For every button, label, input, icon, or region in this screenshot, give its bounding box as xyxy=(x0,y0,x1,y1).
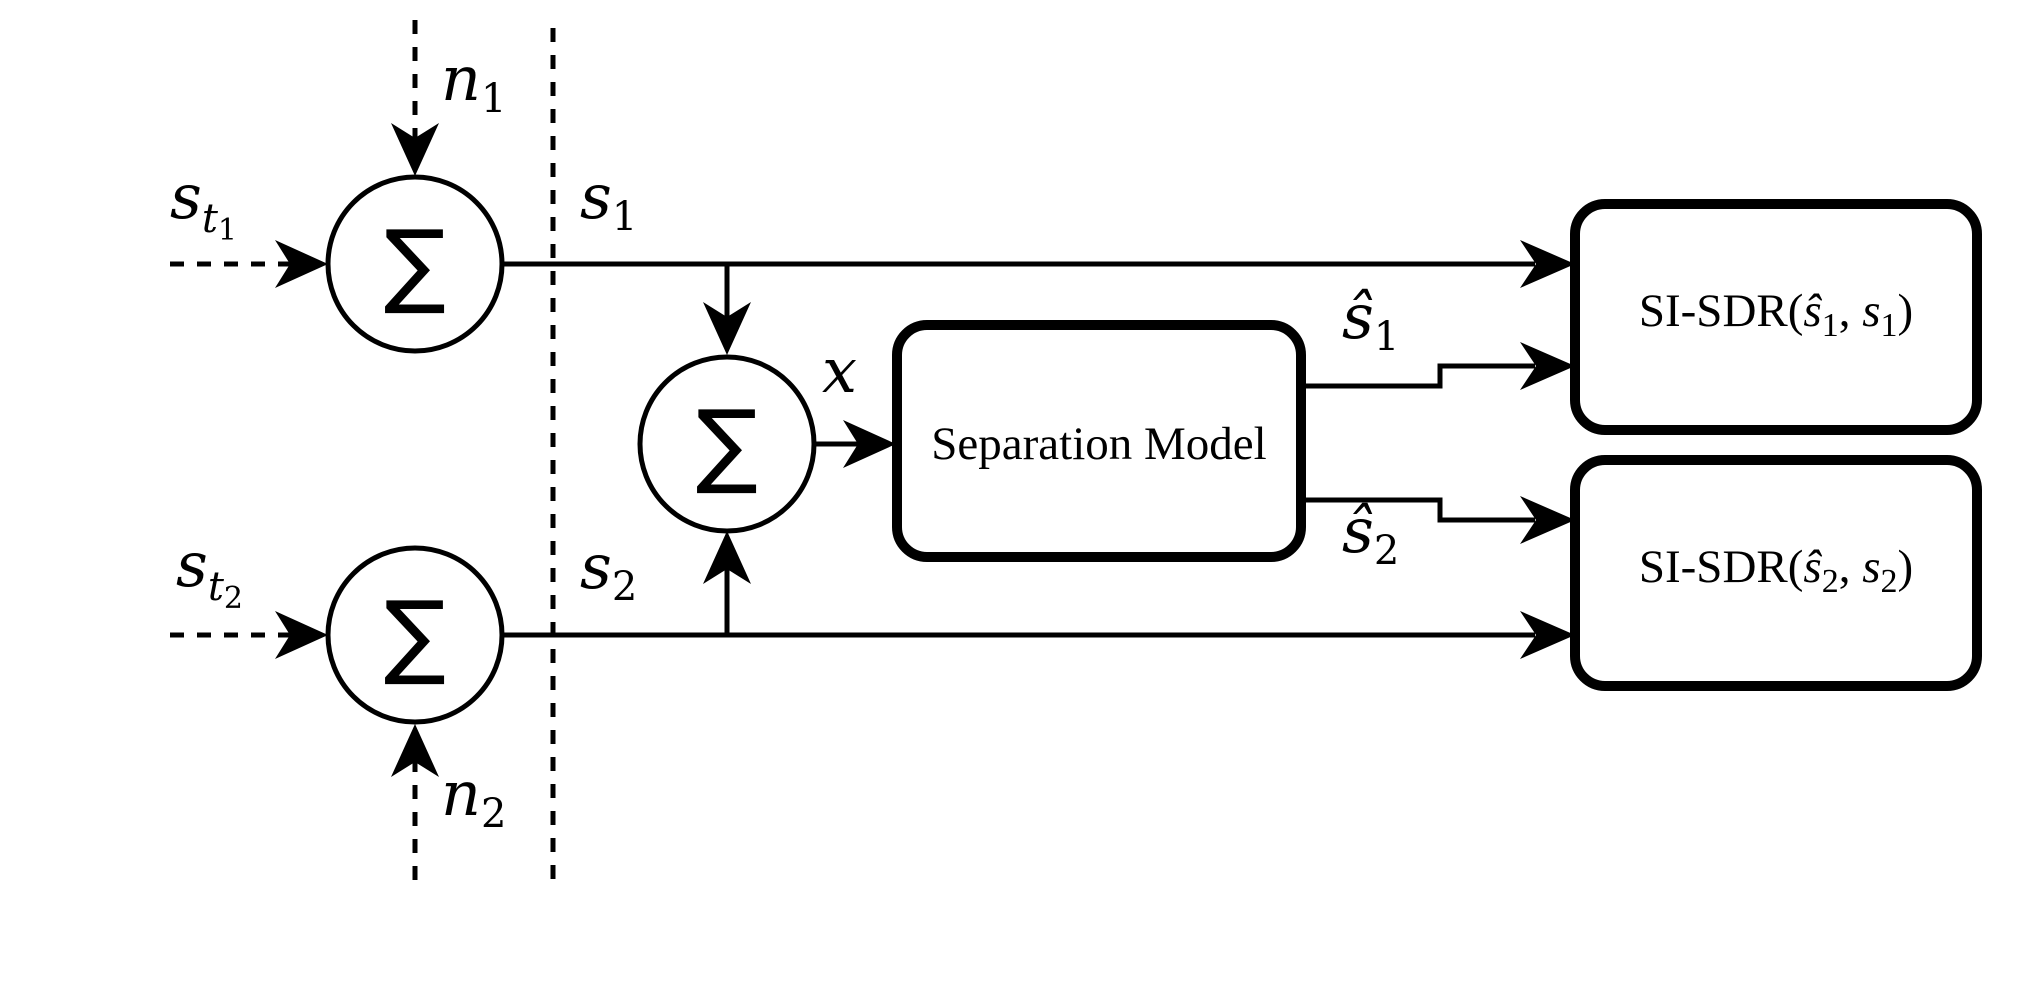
s1-to-sisdr1-arrowhead xyxy=(1520,240,1575,288)
s2hat-arrowhead xyxy=(1520,496,1575,544)
label-s2: s2 xyxy=(580,530,637,610)
n1-arrowhead xyxy=(391,123,439,176)
s1-branch-arrowhead xyxy=(703,302,751,355)
s2-branch-arrowhead xyxy=(703,531,751,584)
sisdr-box-2 xyxy=(1570,455,1982,691)
s1hat-wire xyxy=(1302,363,1535,389)
st1-arrowhead xyxy=(275,240,328,288)
n2-arrowhead xyxy=(391,724,439,777)
label-st1: st1 xyxy=(170,160,237,248)
s1hat-arrowhead xyxy=(1520,342,1575,390)
label-st2: st2 xyxy=(176,528,243,616)
separation-model-box xyxy=(892,320,1306,562)
sum-node-bottom-symbol: ∑ xyxy=(384,582,446,689)
sum-node-bottom xyxy=(325,545,505,725)
label-x: x xyxy=(822,334,857,407)
sum-node-top-symbol: ∑ xyxy=(384,211,446,318)
label-s1hat: ŝ1 xyxy=(1342,280,1399,360)
st2-arrowhead xyxy=(275,611,328,659)
separation-model-label: Separation Model xyxy=(931,418,1266,470)
label-s1: s1 xyxy=(580,160,637,240)
label-n2: n2 xyxy=(441,757,506,837)
s2hat-wire xyxy=(1302,497,1535,523)
sisdr-label-2: SI-SDR(ŝ2, s2) xyxy=(1639,541,1913,600)
s2-to-sisdr2-arrowhead xyxy=(1520,611,1575,659)
sum-node-mix xyxy=(637,354,817,534)
sum-node-mix-symbol: ∑ xyxy=(696,391,758,498)
sum-node-top xyxy=(325,174,505,354)
label-s2hat: ŝ2 xyxy=(1342,494,1399,574)
sisdr-label-1: SI-SDR(ŝ1, s1) xyxy=(1639,285,1913,344)
label-n1: n1 xyxy=(441,42,506,122)
sisdr-box-1 xyxy=(1570,199,1982,435)
x-arrowhead xyxy=(843,420,896,468)
